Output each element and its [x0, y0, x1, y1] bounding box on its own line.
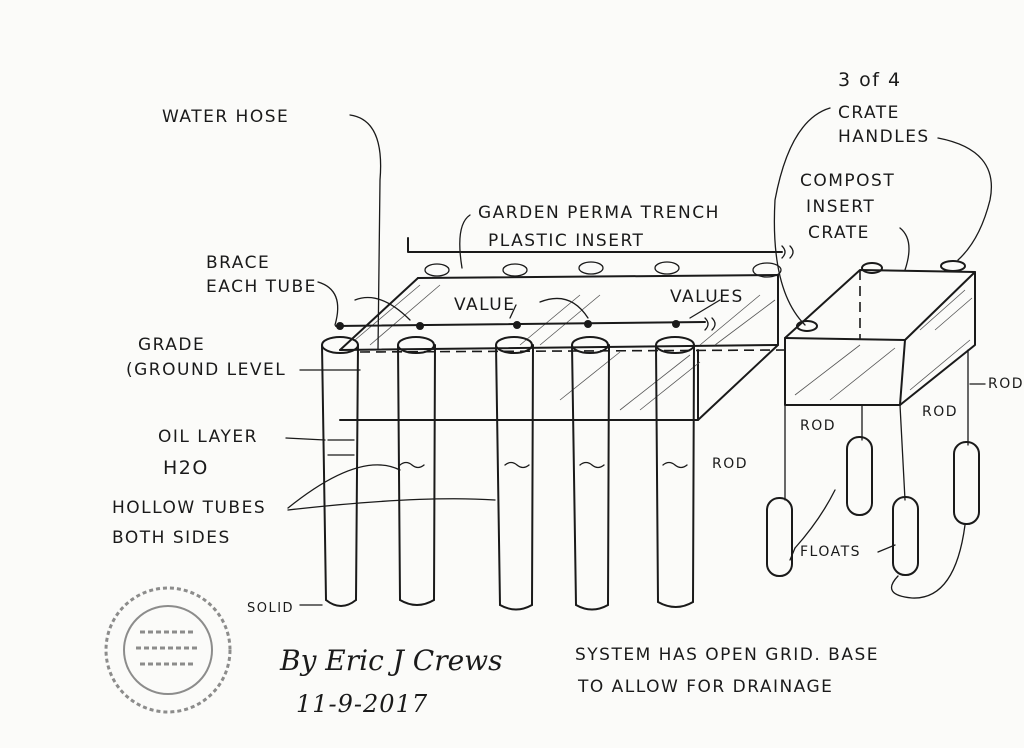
float [953, 441, 980, 525]
label-compost-2: INSERT [806, 197, 875, 217]
label-compost-3: CRATE [808, 223, 870, 243]
hollow-tubes [321, 336, 695, 611]
label-rod-inner: ROD [922, 404, 958, 420]
signature-date: 11-9-2017 [296, 690, 428, 718]
tube [397, 336, 436, 606]
compost-crate [784, 260, 976, 406]
tube [495, 336, 534, 611]
label-crate-handles-2: HANDLES [838, 127, 930, 147]
label-grade-1: GRADE [138, 335, 205, 355]
crate-handle [861, 262, 883, 274]
signature: By Eric J Crews [279, 644, 503, 677]
label-rod-mid: ROD [800, 418, 836, 434]
tube [655, 336, 695, 608]
valve-icon [336, 322, 344, 330]
label-value: VALUE [454, 295, 515, 315]
label-brace-1: BRACE [206, 253, 270, 273]
label-trench-1: GARDEN PERMA TRENCH [478, 203, 720, 223]
label-oil-layer: OIL LAYER [158, 427, 258, 447]
label-brace-2: EACH TUBE [206, 277, 317, 297]
label-floats: FLOATS [800, 544, 861, 560]
label-values: VALUES [670, 287, 744, 307]
tube [321, 336, 359, 607]
page-number: 3 of 4 [838, 69, 902, 91]
label-grade-2: (GROUND LEVEL [126, 360, 286, 380]
note-line-1: SYSTEM HAS OPEN GRID. BASE [575, 645, 879, 665]
leader-lines [285, 107, 992, 606]
float [766, 497, 793, 577]
tube [571, 336, 610, 611]
note-line-2: TO ALLOW FOR DRAINAGE [577, 677, 833, 697]
float [846, 436, 873, 516]
label-rod-right: ROD [988, 376, 1024, 392]
water-surface [399, 461, 688, 469]
label-h2o: H2O [163, 457, 209, 479]
label-rod-left: ROD [712, 456, 748, 472]
water-hose [407, 237, 794, 278]
brace-bar [335, 317, 716, 331]
valve-icon [672, 320, 680, 328]
crate-handle [796, 320, 818, 332]
crate-handle [940, 260, 966, 272]
valve-icon [513, 321, 521, 329]
label-crate-handles-1: CRATE [838, 103, 900, 123]
label-solid: SOLID [247, 601, 294, 616]
label-trench-2: PLASTIC INSERT [488, 231, 644, 251]
label-compost-1: COMPOST [800, 171, 895, 191]
stamp-seal [104, 586, 232, 714]
float [892, 496, 919, 576]
valve-icon [584, 320, 592, 328]
label-water-hose: WATER HOSE [162, 107, 289, 127]
trench-insert [339, 274, 779, 421]
label-hollow-2: BOTH SIDES [112, 528, 231, 548]
rods-floats [766, 349, 980, 577]
crate-hatching [794, 289, 973, 401]
valve-icon [416, 322, 424, 330]
label-hollow-1: HOLLOW TUBES [112, 498, 266, 518]
